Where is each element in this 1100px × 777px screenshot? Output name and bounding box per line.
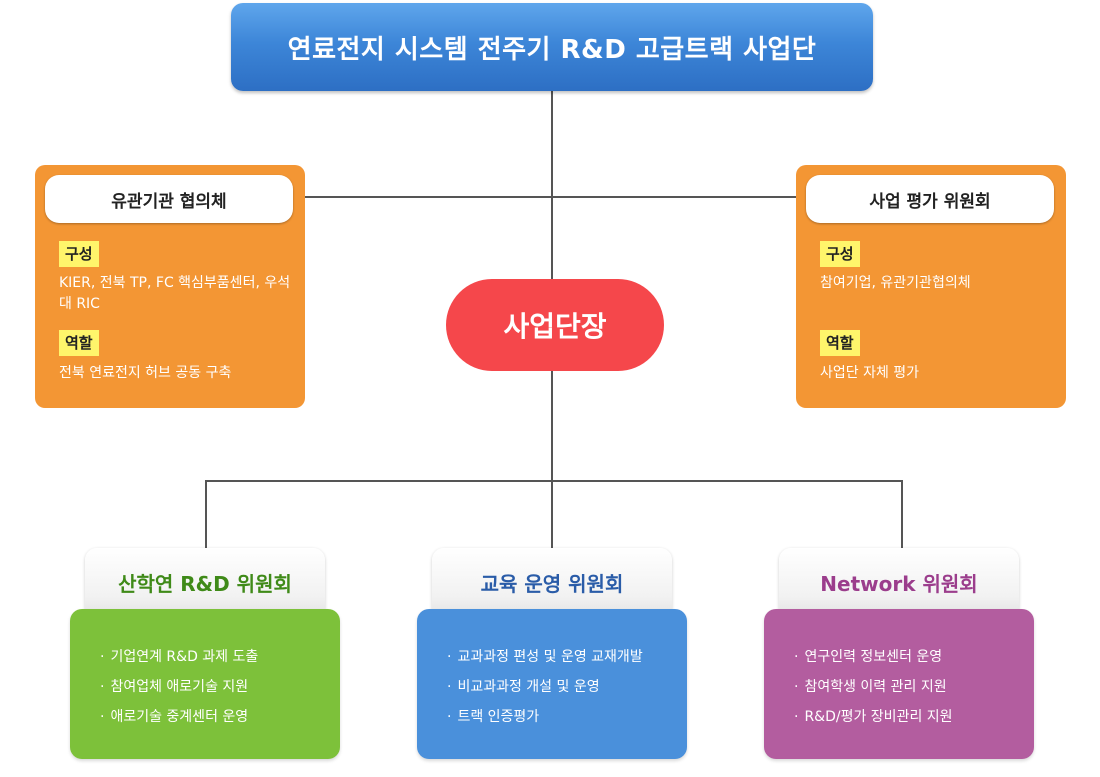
connector-top-vertical xyxy=(551,91,553,279)
list-item: ·참여업체 애로기술 지원 xyxy=(100,679,249,695)
list-item: ·애로기술 중계센터 운영 xyxy=(100,709,249,725)
network-committee: Network 위원회 ·연구인력 정보센터 운영 ·참여학생 이력 관리 지원… xyxy=(764,548,1034,776)
evaluation-committee-header: 사업 평가 위원회 xyxy=(806,175,1054,223)
connector-center-vertical xyxy=(551,371,553,481)
partner-council-header: 유관기관 협의체 xyxy=(45,175,293,223)
composition-tag: 구성 xyxy=(820,241,860,267)
connector-left-drop xyxy=(205,480,207,550)
network-committee-body: ·연구인력 정보센터 운영 ·참여학생 이력 관리 지원 ·R&D/평가 장비관… xyxy=(764,609,1034,759)
education-committee: 교육 운영 위원회 ·교과과정 편성 및 운영 교재개발 ·비교과과정 개설 및… xyxy=(417,548,687,776)
evaluation-committee-panel: 사업 평가 위원회 구성 참여기업, 유관기관협의체 역할 사업단 자체 평가 xyxy=(796,165,1066,408)
rd-committee: 산학연 R&D 위원회 ·기업연계 R&D 과제 도출 ·참여업체 애로기술 지… xyxy=(70,548,340,776)
list-item: ·R&D/평가 장비관리 지원 xyxy=(794,709,953,725)
composition-tag: 구성 xyxy=(59,241,99,267)
connector-middle-drop xyxy=(551,480,553,550)
role-text: 사업단 자체 평가 xyxy=(820,365,920,381)
composition-text: KIER, 전북 TP, FC 핵심부품센터, 우석대 RIC xyxy=(59,275,291,312)
role-tag: 역할 xyxy=(820,330,860,356)
role-text: 전북 연료전지 허브 공동 구축 xyxy=(59,365,232,381)
education-committee-body: ·교과과정 편성 및 운영 교재개발 ·비교과과정 개설 및 운영 ·트랙 인증… xyxy=(417,609,687,759)
connector-side-horizontal xyxy=(305,196,796,198)
list-item: ·비교과과정 개설 및 운영 xyxy=(447,679,600,695)
list-item: ·참여학생 이력 관리 지원 xyxy=(794,679,947,695)
partner-council-panel: 유관기관 협의체 구성 KIER, 전북 TP, FC 핵심부품센터, 우석대 … xyxy=(35,165,305,408)
role-tag: 역할 xyxy=(59,330,99,356)
list-item: ·기업연계 R&D 과제 도출 xyxy=(100,649,259,665)
director-node: 사업단장 xyxy=(446,279,664,371)
org-title: 연료전지 시스템 전주기 R&D 고급트랙 사업단 xyxy=(231,3,873,91)
list-item: ·교과과정 편성 및 운영 교재개발 xyxy=(447,649,643,665)
composition-text: 참여기업, 유관기관협의체 xyxy=(820,275,971,291)
rd-committee-body: ·기업연계 R&D 과제 도출 ·참여업체 애로기술 지원 ·애로기술 중계센터… xyxy=(70,609,340,759)
list-item: ·트랙 인증평가 xyxy=(447,709,540,725)
list-item: ·연구인력 정보센터 운영 xyxy=(794,649,943,665)
connector-right-drop xyxy=(901,480,903,550)
connector-bottom-horizontal xyxy=(205,480,903,482)
